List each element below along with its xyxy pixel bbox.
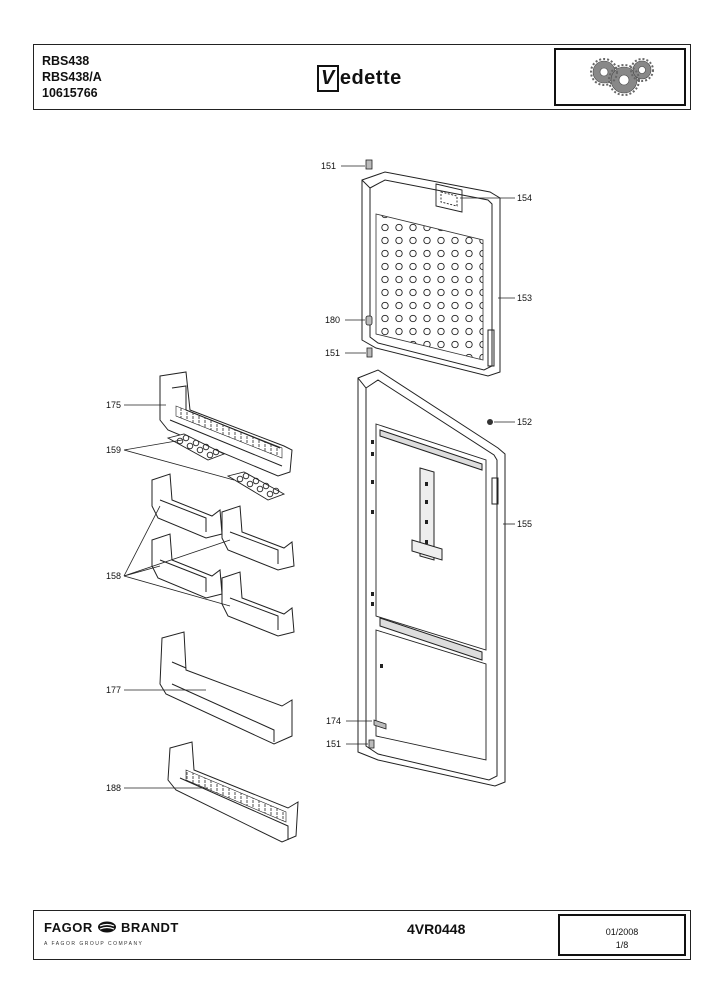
title-block-footer: FAGOR BRANDT A FAGOR GROUP COMPANY 4VR04… [33,910,691,960]
screw-151-bottom [368,739,375,749]
callout-151-middle: 151 [325,348,340,358]
callout-177: 177 [106,685,121,695]
door-shelf-175 [159,371,293,477]
small-bin-158-b [221,505,295,571]
product-code: 10615766 [42,86,98,100]
brandt-text: BRANDT [120,920,179,935]
screw-151-top [365,159,373,170]
freezer-door-153 [361,171,501,377]
gears-logo-box [554,48,686,106]
small-bin-158-a [151,473,223,539]
bottle-bin-177 [159,631,293,745]
callout-151-bottom: 151 [326,739,341,749]
callout-151-top: 151 [321,161,336,171]
fagor-text: FAGOR [44,920,93,935]
gears-icon [590,58,654,96]
plug-152 [487,419,493,425]
document-reference: 4VR0448 [407,921,466,937]
model-code: RBS438/A [42,70,102,84]
model-list: RBS438 RBS438/A 10615766 [42,53,102,101]
page-number: 1/8 [615,940,629,950]
callout-174: 174 [326,716,341,726]
bottle-shelf-188 [167,741,299,843]
label-plate-154 [435,183,463,213]
vedette-logo-initial: V [317,65,339,92]
screw-151-middle [366,347,373,358]
callout-188: 188 [106,783,121,793]
fridge-door-155 [357,369,506,787]
handle-174 [373,719,387,730]
date-page-box: 01/2008 1/8 [558,914,686,956]
callout-175: 175 [106,400,121,410]
egg-tray-159-upper [166,433,226,461]
small-bin-158-d [221,571,295,637]
hinge-pin-180 [365,315,373,326]
leader-lines [123,165,515,789]
fagor-brandt-logo: FAGOR BRANDT [44,920,179,935]
callout-154: 154 [517,193,532,203]
callout-155: 155 [517,519,532,529]
swoosh-icon [97,921,116,933]
vedette-logo-rest: edette [339,67,402,89]
callout-180: 180 [325,315,340,325]
document-date: 01/2008 [605,927,639,937]
model-code: RBS438 [42,54,90,68]
callout-153: 153 [517,293,532,303]
small-bin-158-c [151,533,223,599]
callout-159: 159 [106,445,121,455]
egg-tray-159-lower [226,471,286,501]
callout-152: 152 [517,417,532,427]
group-tagline: A FAGOR GROUP COMPANY [44,941,144,947]
callout-158: 158 [106,571,121,581]
